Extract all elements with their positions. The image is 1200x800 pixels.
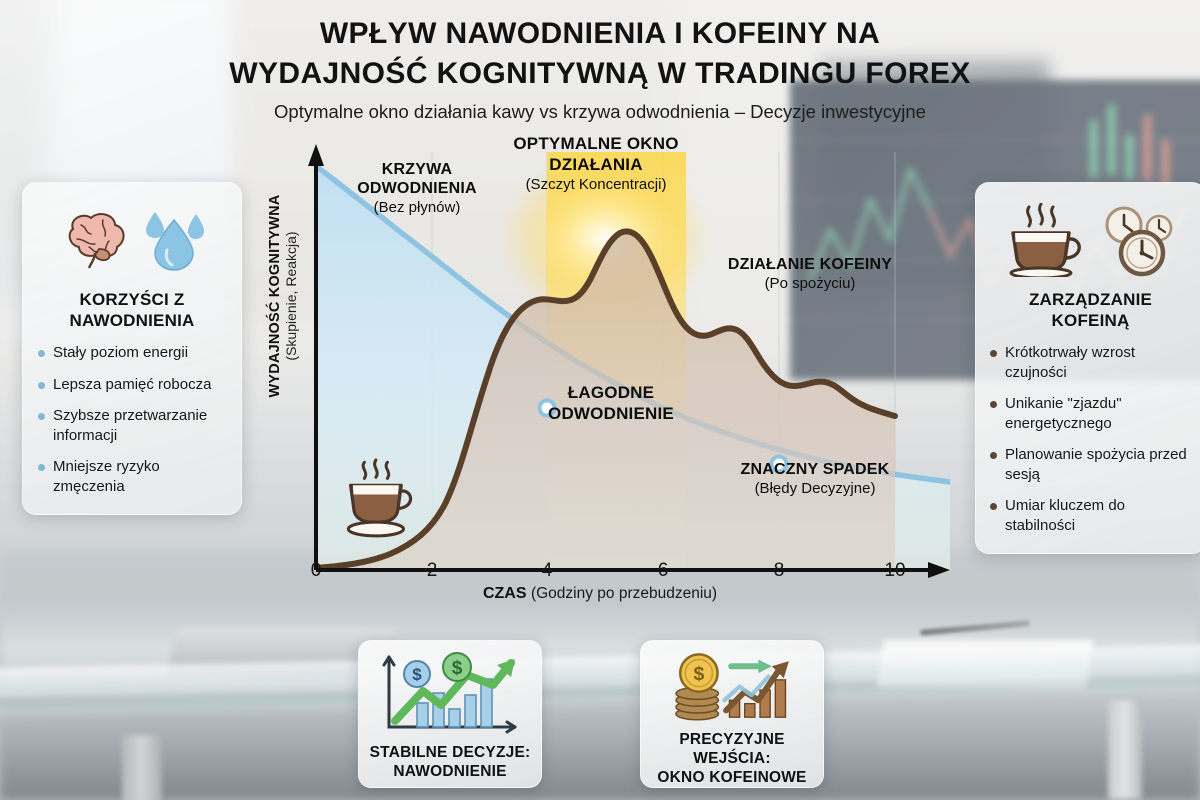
page-title-line2: WYDAJNOŚĆ KOGNITYWNĄ W TRADINGU FOREX [229, 57, 971, 90]
x-tick-6: 6 [657, 560, 669, 581]
significant-drop-marker [769, 454, 789, 474]
caffeine-card-icons [989, 197, 1192, 283]
x-tick-8: 8 [773, 560, 785, 581]
annotation-caffeine-action-sub: (Po spożyciu) [764, 275, 856, 292]
x-tick-10: 10 [884, 560, 906, 581]
chart-axes [308, 144, 950, 578]
annotation-dehydration: KRZYWA ODWODNIENIA (Bez płynów) [322, 160, 512, 217]
annotation-optimal-window: OPTYMALNE OKNO DZIAŁANIA (Szczyt Koncent… [488, 133, 704, 194]
list-item: Mniejsze ryzyko zmęczenia [37, 457, 227, 496]
svg-text:$: $ [412, 665, 422, 684]
stable-decisions-card-title: STABILNE DECYZJE: NAWODNIENIE [370, 743, 531, 781]
x-tick-2: 2 [426, 560, 438, 581]
annotation-mild-dehydration-head: ŁAGODNE ODWODNIENIE [548, 383, 674, 423]
hydration-benefits-list: Stały poziom energii Lepsza pamięć roboc… [37, 343, 227, 496]
annotation-significant-drop-head: ZNACZNY SPADEK [740, 461, 890, 478]
annotation-significant-drop: ZNACZNY SPADEK (Błędy Decyzyjne) [717, 460, 913, 498]
x-axis-label: CZAS (Godziny po przebudzeniu) [250, 585, 950, 603]
brain-icon [68, 213, 125, 269]
list-item: Stały poziom energii [37, 343, 227, 363]
annotation-optimal-window-head: OPTYMALNE OKNO DZIAŁANIA [513, 134, 679, 174]
stable-decisions-line1: STABILNE DECYZJE: [369, 744, 531, 761]
stable-decisions-line2: NAWODNIENIE [393, 763, 507, 780]
list-item: Unikanie "zjazdu" energetycznego [989, 394, 1192, 433]
hydration-card-title: KORZYŚCI Z NAWODNIENIA [69, 290, 195, 330]
precise-entries-card-title: PRECYZYJNE WEJŚCIA: OKNO KOFEINOWE [641, 730, 823, 787]
x-tick-0: 0 [310, 560, 322, 581]
hydration-benefits-card[interactable]: KORZYŚCI Z NAWODNIENIA Stały poziom ener… [22, 182, 242, 515]
list-item: Szybsze przetwarzanie informacji [37, 406, 227, 445]
coffee-cup-icon [346, 458, 413, 538]
page-title-line1: WPŁYW NAWODNIENIA I KOFEINY NA [319, 17, 881, 50]
chart-svg [308, 144, 950, 578]
cognitive-performance-chart: WYDAJNOŚĆ KOGNITYWNA (Skupienie, Reakcja… [250, 130, 950, 603]
x-tick-4: 4 [541, 560, 553, 581]
list-item: Umiar kluczem do stabilności [989, 496, 1192, 535]
caffeine-management-list: Krótkotrwały wzrost czujności Unikanie "… [989, 343, 1192, 535]
page-subtitle: Optymalne okno działania kawy vs krzywa … [274, 101, 926, 122]
caffeine-management-card[interactable]: ZARZĄDZANIE KOFEINĄ Krótkotrwały wzrost … [975, 182, 1200, 554]
caffeine-series [316, 228, 898, 570]
caffeine-card-title: ZARZĄDZANIE KOFEINĄ [1028, 290, 1153, 330]
title-block: WPŁYW NAWODNIENIA I KOFEINY NA WYDAJNOŚĆ… [0, 14, 1200, 124]
green-growth-chart-icon: $ $ [382, 652, 517, 734]
precise-entries-line2: OKNO KOFEINOWE [657, 769, 807, 786]
svg-text:$: $ [452, 658, 463, 679]
annotation-dehydration-head: KRZYWA ODWODNIENIA [357, 161, 477, 197]
coffee-cup-icon [1009, 203, 1081, 277]
x-axis-label-sub: (Godziny po przebudzeniu) [530, 585, 718, 602]
list-item: Planowanie spożycia przed sesją [989, 445, 1192, 484]
list-item: Lepsza pamięć robocza [37, 375, 227, 395]
stable-decisions-card[interactable]: $ $ STABILNE DECYZJE: NAWODNIENIE [358, 640, 542, 788]
precise-entries-line1: PRECYZYJNE WEJŚCIA: [679, 731, 785, 767]
annotation-mild-dehydration: ŁAGODNE ODWODNIENIE [518, 382, 704, 424]
annotation-caffeine-action-head: DZIAŁANIE KOFEINY [727, 256, 893, 273]
gold-coins-growth-icon: $ [675, 653, 789, 721]
svg-text:$: $ [693, 663, 704, 685]
annotation-optimal-window-sub: (Szczyt Koncentracji) [525, 176, 667, 193]
clock-icon [1105, 206, 1172, 277]
list-item: Krótkotrwały wzrost czujności [989, 343, 1192, 382]
annotation-caffeine-action: DZIAŁANIE KOFEINY (Po spożyciu) [710, 255, 910, 293]
annotation-significant-drop-sub: (Błędy Decyzyjne) [754, 480, 876, 497]
hydration-card-icons [37, 197, 227, 283]
precise-entries-card[interactable]: $ PRECYZYJNE WEJŚCIA: OKNO KOFEINOWE [640, 640, 824, 788]
x-axis-label-main: CZAS [482, 585, 527, 602]
mild-dehydration-marker [537, 398, 557, 418]
annotation-dehydration-sub: (Bez płynów) [373, 199, 461, 216]
water-drop-icon [146, 212, 204, 271]
